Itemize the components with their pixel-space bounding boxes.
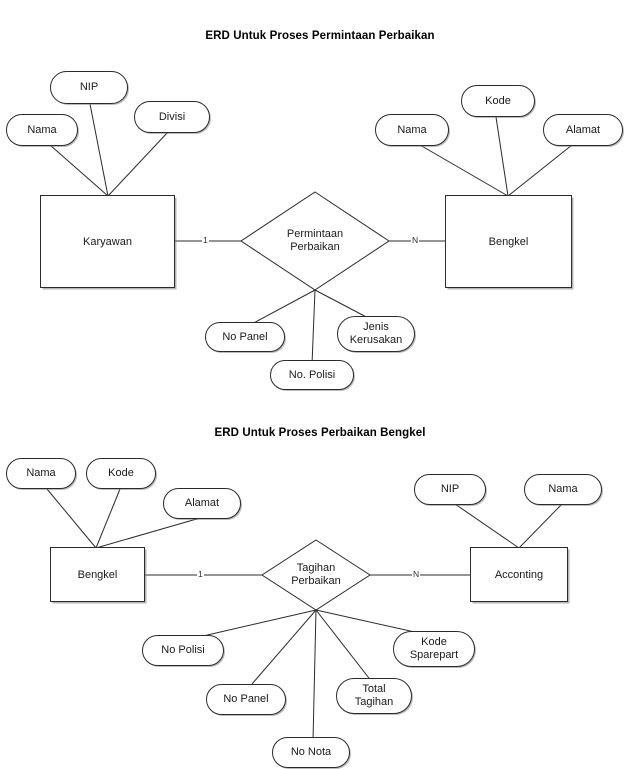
relationship-tagihan-perbaikan[interactable]: Tagihan Perbaikan: [262, 540, 370, 610]
cardinality-right-diagram1: N: [411, 235, 420, 245]
attribute-no-polisi-diagram2[interactable]: No Polisi: [142, 635, 224, 666]
line-nama-bengkel: [419, 144, 509, 197]
relationship-label-line2: Perbaikan: [291, 575, 341, 587]
line-rel-no-panel: [247, 289, 316, 327]
line2-nip-acconting: [454, 503, 520, 549]
attribute-label: Nama: [26, 467, 56, 479]
attribute-kode-sparepart-diagram2[interactable]: Kode Sparepart: [393, 631, 475, 667]
entity-label: Acconting: [494, 568, 544, 581]
line-alamat-bengkel: [507, 144, 573, 197]
attribute-divisi-karyawan[interactable]: Divisi: [134, 101, 210, 133]
entity-bengkel-diagram1[interactable]: Bengkel: [445, 195, 572, 288]
attribute-nama-bengkel-diagram1[interactable]: Nama: [375, 114, 449, 146]
attribute-no-panel-diagram2[interactable]: No Panel: [206, 684, 286, 715]
attribute-label: Kode: [108, 467, 134, 479]
entity-label: Karyawan: [83, 235, 132, 248]
attribute-label: Kode: [485, 94, 511, 107]
attribute-label: Divisi: [158, 110, 186, 123]
attribute-nip-karyawan[interactable]: NIP: [50, 71, 128, 104]
attribute-alamat-bengkel-diagram1[interactable]: Alamat: [543, 114, 623, 146]
attribute-label: No Panel: [222, 330, 268, 343]
attribute-kode-bengkel-diagram1[interactable]: Kode: [461, 85, 535, 117]
relationship-label-line1: Permintaan: [286, 228, 344, 240]
attribute-label: NIP: [440, 483, 460, 495]
attribute-label-line1: Kode: [421, 636, 447, 648]
line-divisi-karyawan: [107, 131, 169, 197]
entity-label: Bengkel: [77, 568, 118, 581]
entity-karyawan[interactable]: Karyawan: [40, 195, 175, 288]
attribute-label: Total Tagihan: [355, 683, 394, 709]
line2-rel-no-nota: [312, 609, 317, 742]
relationship-label-line2: Perbaikan: [290, 241, 340, 253]
line2-kode-bengkel: [95, 488, 121, 549]
attribute-label: NIP: [79, 81, 99, 93]
attribute-nama-bengkel-diagram2[interactable]: Nama: [6, 458, 76, 489]
diagram-title-permintaan-perbaikan: ERD Untuk Proses Permintaan Perbaikan: [205, 30, 435, 42]
attribute-label: Jenis Kerusakan: [350, 321, 403, 347]
attribute-alamat-bengkel-diagram2[interactable]: Alamat: [163, 488, 241, 519]
line-nip-karyawan: [89, 103, 109, 197]
cardinality-right-diagram2: N: [412, 569, 421, 579]
line2-alamat-bengkel: [95, 517, 201, 549]
attribute-label-line2: Kerusakan: [349, 334, 403, 346]
relationship-label: Permintaan Perbaikan: [287, 228, 343, 254]
attribute-label-line2: Tagihan: [354, 696, 394, 708]
line2-nama-bengkel: [46, 488, 97, 549]
attribute-kode-bengkel-diagram2[interactable]: Kode: [86, 458, 156, 489]
attribute-label: Kode Sparepart: [410, 636, 458, 662]
attribute-label: No. Polisi: [288, 368, 336, 381]
relationship-label: Tagihan Perbaikan: [291, 562, 341, 588]
attribute-label: Alamat: [184, 497, 220, 509]
attribute-label: No Nota: [290, 746, 332, 758]
attribute-label: No Panel: [223, 693, 269, 705]
line2-nama-acconting: [518, 503, 563, 549]
diagram-title-perbaikan-bengkel: ERD Untuk Proses Perbaikan Bengkel: [214, 427, 426, 439]
attribute-nama-acconting[interactable]: Nama: [524, 474, 602, 505]
attribute-label: Alamat: [565, 123, 601, 136]
line-rel-no-polisi: [311, 289, 316, 365]
entity-bengkel-diagram2[interactable]: Bengkel: [50, 547, 145, 602]
attribute-label-line1: Total: [362, 683, 386, 695]
cardinality-left-diagram1: 1: [202, 235, 209, 245]
attribute-nama-karyawan[interactable]: Nama: [6, 114, 78, 146]
line2-rel-total-tagihan: [315, 609, 373, 683]
relationship-permintaan-perbaikan[interactable]: Permintaan Perbaikan: [241, 192, 389, 290]
attribute-label: Nama: [397, 123, 427, 136]
attribute-label: No Polisi: [161, 644, 205, 656]
attribute-total-tagihan-diagram2[interactable]: Total Tagihan: [336, 678, 412, 714]
entity-label: Bengkel: [488, 235, 529, 248]
attribute-label: Nama: [548, 483, 578, 495]
line-nama-karyawan: [49, 144, 109, 197]
line2-rel-no-panel: [251, 609, 317, 685]
relationship-label-line1: Tagihan: [296, 562, 336, 574]
attribute-no-polisi-diagram1[interactable]: No. Polisi: [270, 360, 354, 390]
cardinality-left-diagram2: 1: [197, 569, 204, 579]
line-kode-bengkel: [495, 116, 509, 197]
attribute-no-nota-diagram2[interactable]: No Nota: [272, 737, 350, 768]
attribute-label: Nama: [27, 123, 57, 136]
attribute-jenis-kerusakan-diagram1[interactable]: Jenis Kerusakan: [337, 316, 415, 352]
attribute-nip-acconting[interactable]: NIP: [414, 474, 486, 505]
attribute-label-line1: Jenis: [363, 321, 389, 333]
entity-acconting[interactable]: Acconting: [470, 547, 568, 602]
attribute-no-panel-diagram1[interactable]: No Panel: [205, 322, 285, 352]
attribute-label-line2: Sparepart: [409, 649, 459, 661]
